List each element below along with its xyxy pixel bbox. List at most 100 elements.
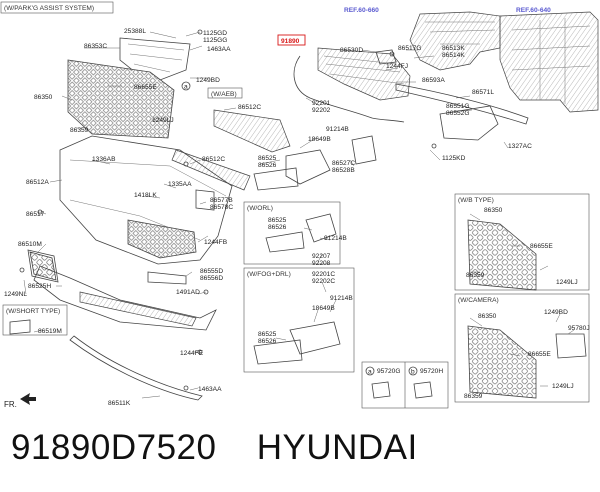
label-86552g: 86552G xyxy=(446,110,469,117)
caption-brand: HYUNDAI xyxy=(256,428,418,467)
highlighted-part-number: 91890 xyxy=(281,38,300,45)
label-86359-camera: 86359 xyxy=(464,393,483,400)
label-86525-top: 86525 xyxy=(258,155,277,162)
clip-6 xyxy=(183,385,189,391)
lower-support-rail xyxy=(395,83,529,125)
caption: 91890D7520 HYUNDAI xyxy=(11,428,418,468)
label-86655e-top: 86655E xyxy=(134,84,157,91)
right-upper-bracket xyxy=(375,49,397,65)
label-86517: 86517 xyxy=(26,211,45,218)
sensor-wiring xyxy=(293,55,405,123)
label-1249lj-top: 1249LJ xyxy=(152,117,174,124)
ref-label-1: REF.60-660 xyxy=(344,7,379,14)
label-1244fb: 1244FB xyxy=(204,239,228,246)
highlight-box xyxy=(277,34,306,46)
label-18649b-top: 18649B xyxy=(308,136,331,143)
label-86571l: 86571L xyxy=(472,89,494,96)
label-1418lk: 1418LK xyxy=(134,192,157,199)
bracket-b xyxy=(195,189,215,211)
clip-8 xyxy=(431,143,437,149)
label-86577b: 86577B xyxy=(210,197,233,204)
label-86555d: 86555D xyxy=(200,268,223,275)
b-type-grille xyxy=(467,219,537,291)
label-1244fe: 1244FE xyxy=(180,350,204,357)
label-86527c: 86527C xyxy=(332,160,355,167)
chrome-lower-strip xyxy=(69,335,203,401)
label-92202c: 92202C xyxy=(312,278,335,285)
header-short-type: (W/SHORT TYPE) xyxy=(6,308,60,315)
inset-callout-b: b xyxy=(411,369,415,376)
label-86525-fog: 86525 xyxy=(258,331,277,338)
clip-2 xyxy=(183,161,189,167)
label-86512c-aeb: 86512C xyxy=(238,104,261,111)
front-direction-arrow xyxy=(20,393,36,405)
lamp-side xyxy=(351,135,377,165)
bumper-lower-grille xyxy=(127,219,197,259)
header-orl: (W/ORL) xyxy=(247,205,273,212)
bumper-beam-detail xyxy=(323,55,405,85)
clip-3 xyxy=(37,209,43,215)
label-1125kd: 1125KD xyxy=(442,155,466,162)
header-fog-drl: (W/FOG+DRL) xyxy=(247,271,291,278)
label-92201: 92201 xyxy=(312,100,331,107)
lower-lip-spoiler xyxy=(33,265,217,331)
label-86359-top: 86359 xyxy=(70,127,89,134)
header-b-type: (W/B TYPE) xyxy=(458,197,494,204)
label-86593a: 86593A xyxy=(422,77,445,84)
aeb-lower-strip xyxy=(213,109,291,153)
clip-4 xyxy=(203,289,209,295)
label-91214b-orl: 91214B xyxy=(324,235,347,242)
label-92207: 92207 xyxy=(312,253,331,260)
label-86512c: 86512C xyxy=(202,156,225,163)
part-labels: 25388L 1125GD 1125GG 86353C 1463AA 1249B… xyxy=(4,28,590,407)
label-86350-camera: 86350 xyxy=(478,313,497,320)
label-86511k: 86511K xyxy=(108,400,131,407)
wshort-box xyxy=(2,304,68,336)
label-1125gd: 1125GD xyxy=(203,30,227,37)
label-1335aa: 1335AA xyxy=(168,181,192,188)
label-86514k: 86514K xyxy=(442,52,465,59)
bumper-side-vent-mesh xyxy=(29,251,57,281)
label-1125gg: 1125GG xyxy=(203,37,227,44)
upper-grille-lines xyxy=(127,43,185,73)
caption-part-number: 91890D7520 xyxy=(11,428,217,467)
label-1249bd-camera: 1249BD xyxy=(544,309,568,316)
header-camera: (W/CAMERA) xyxy=(458,297,499,304)
label-86350-btype: 86350 xyxy=(484,207,503,214)
label-86526-fog: 86526 xyxy=(258,338,277,345)
inset-callout-b-circle xyxy=(408,366,418,376)
label-86655e-camera: 86655E xyxy=(528,351,551,358)
label-86512a: 86512A xyxy=(26,179,49,186)
front-fender-structure xyxy=(409,11,501,71)
radiator-grille xyxy=(67,59,175,139)
bracket-a xyxy=(147,271,187,285)
camera-grille xyxy=(467,325,537,399)
ref-label-2: REF.60-640 xyxy=(516,7,551,14)
bumper-side-vent xyxy=(27,249,59,283)
bumper-beam xyxy=(317,47,411,101)
label-86350-top: 86350 xyxy=(34,94,53,101)
lamp-main xyxy=(285,149,331,185)
label-92202: 92202 xyxy=(312,107,331,114)
front-bumper-cover xyxy=(59,135,233,265)
radiator-support-lines xyxy=(511,18,591,104)
front-camera xyxy=(555,333,587,359)
label-1327ac: 1327AC xyxy=(508,143,532,150)
label-86353c: 86353C xyxy=(84,43,107,50)
leader-lines xyxy=(23,31,575,399)
worl-box xyxy=(243,201,341,265)
callout-circle-a xyxy=(181,81,191,91)
label-86525-orl: 86525 xyxy=(268,217,287,224)
label-86359-btype: 86359 xyxy=(466,272,485,279)
label-95720h: 95720H xyxy=(420,368,443,375)
orl-lamp xyxy=(305,213,337,243)
orl-bezel xyxy=(265,231,305,253)
label-86578c: 86578C xyxy=(210,204,233,211)
label-92208: 92208 xyxy=(312,260,331,267)
label-91214b-fog: 91214B xyxy=(330,295,353,302)
label-1249lj-camera: 1249LJ xyxy=(552,383,574,390)
top-header-box xyxy=(0,1,114,14)
wb-type-box xyxy=(454,193,590,291)
label-86551g: 86551G xyxy=(446,103,469,110)
